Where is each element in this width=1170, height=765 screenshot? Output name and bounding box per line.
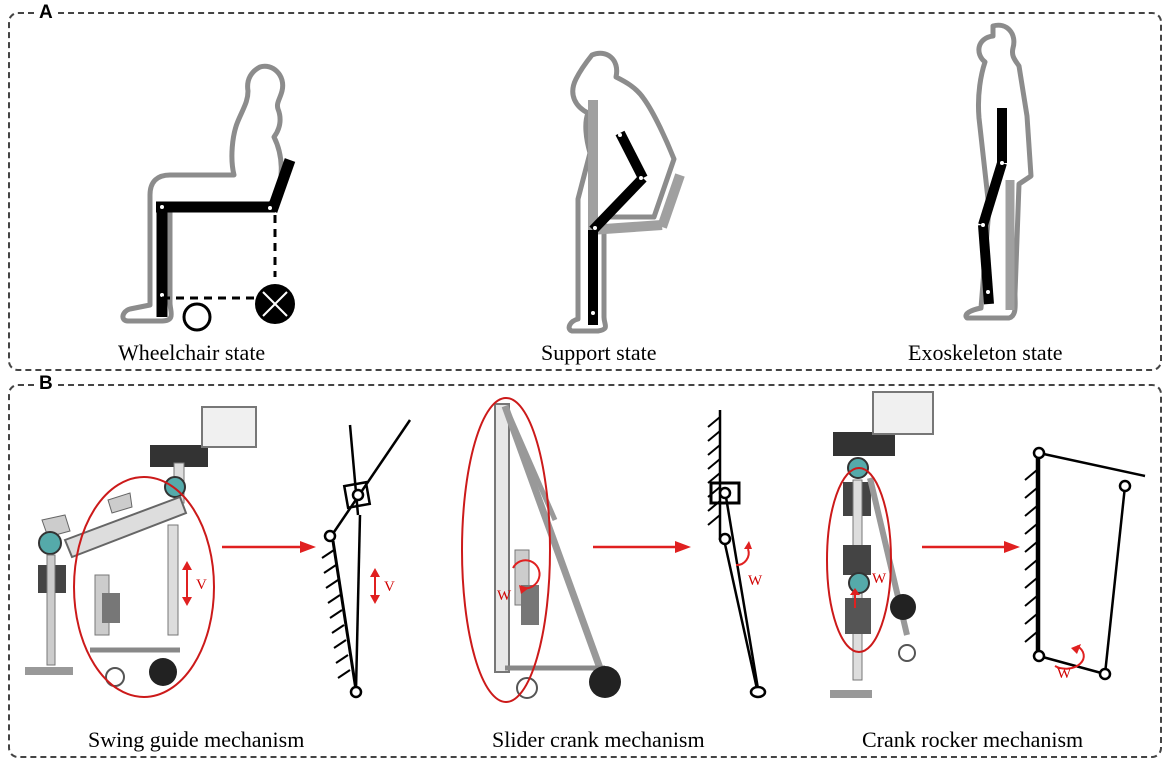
diagram-velocity-label: V: [384, 579, 395, 595]
arrow-swing-guide: [222, 541, 316, 553]
highlight-ellipse: [826, 467, 892, 653]
panel-b: [8, 384, 1162, 758]
exoskeleton-state-caption: Exoskeleton state: [908, 340, 1063, 365]
arrow-slider-crank: [593, 541, 691, 553]
standing-person-silhouette: [963, 22, 1034, 321]
crank-rocker-diagram: W: [1024, 446, 1146, 682]
device-angular-label: W: [497, 588, 512, 604]
wheelchair-state-figure: [120, 63, 296, 332]
swing-guide-caption: Swing guide mechanism: [88, 727, 305, 752]
support-state-caption: Support state: [541, 340, 657, 365]
slider-crank-device: W: [461, 397, 621, 703]
arrow-crank-rocker: [922, 541, 1020, 553]
highlight-ellipse: [461, 397, 551, 703]
diagram-angular-label: W: [1057, 666, 1072, 682]
device-angular-label: W: [872, 571, 887, 587]
swing-guide-diagram: V: [321, 419, 412, 699]
wheelchair-state-caption: Wheelchair state: [118, 340, 266, 365]
crank-rocker-device: W: [826, 391, 934, 698]
exoskeleton-state-figure: [963, 22, 1034, 321]
front-caster-wheel: [182, 302, 212, 332]
seated-person-silhouette: [120, 63, 286, 324]
panel-b-label: B: [34, 373, 58, 395]
highlight-ellipse: [73, 476, 215, 698]
swing-guide-device: V: [25, 406, 257, 698]
diagram-angular-label: W: [748, 573, 763, 589]
slider-crank-caption: Slider crank mechanism: [492, 727, 705, 752]
panel-a-label: A: [34, 2, 58, 24]
support-state-figure: [566, 50, 685, 334]
panel-a: [8, 12, 1162, 371]
device-velocity-label: V: [196, 577, 207, 593]
crank-rocker-caption: Crank rocker mechanism: [862, 727, 1084, 752]
slider-crank-diagram: W: [707, 410, 767, 699]
leaning-person-silhouette: [566, 50, 677, 334]
